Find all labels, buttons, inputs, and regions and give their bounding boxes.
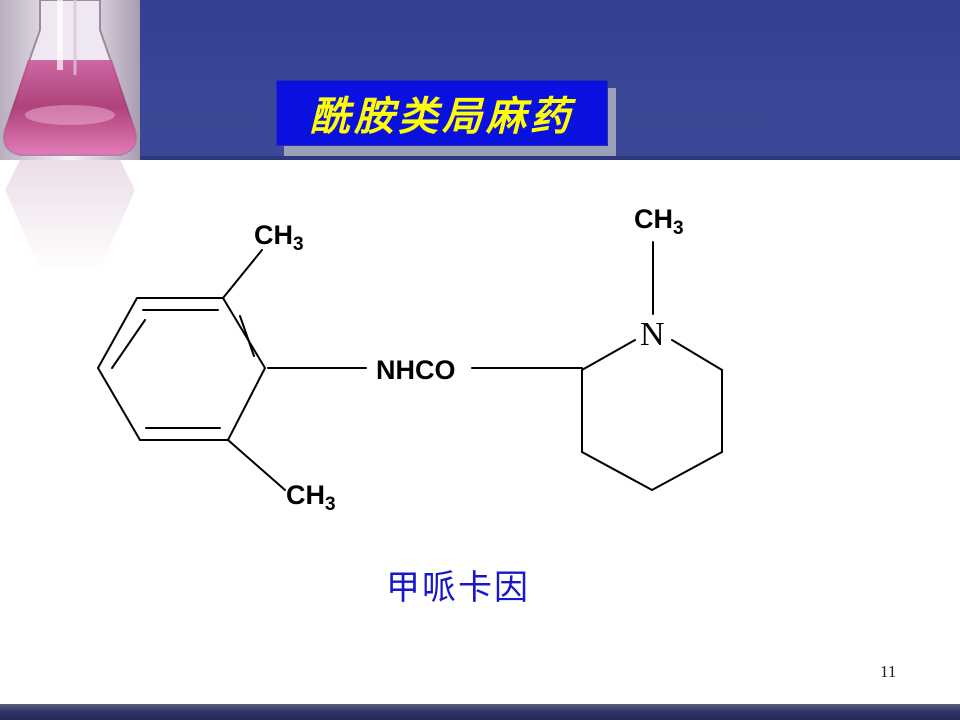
benzene-ring (96, 297, 267, 441)
chemistry-flask-image (0, 0, 140, 160)
header-band-shade (140, 156, 960, 160)
methyl-label-top-right: CH3 (634, 204, 684, 239)
benzene-double-bond-right (239, 315, 255, 357)
title-box-face: 酰胺类局麻药 (276, 80, 608, 146)
methyl-label-bottom-left: CH3 (286, 480, 336, 515)
ring-nitrogen-label: N (640, 316, 665, 353)
flask-icon (0, 0, 140, 160)
amide-linker-label: NHCO (376, 355, 456, 385)
footer-band (0, 704, 960, 720)
bond-top-methyl (222, 249, 263, 299)
bond-bottom-methyl (227, 439, 286, 491)
piperidine-ring (581, 339, 723, 492)
drug-name: 甲哌卡因 (386, 568, 530, 608)
page-number: 11 (880, 662, 897, 681)
benzene-double-bond-left (111, 319, 146, 369)
flask-reflection (0, 160, 140, 280)
methyl-label-top-left: CH3 (254, 220, 304, 255)
slide-title: 酰胺类局麻药 (310, 93, 574, 140)
slide-title-box: 酰胺类局麻药 (276, 80, 616, 156)
